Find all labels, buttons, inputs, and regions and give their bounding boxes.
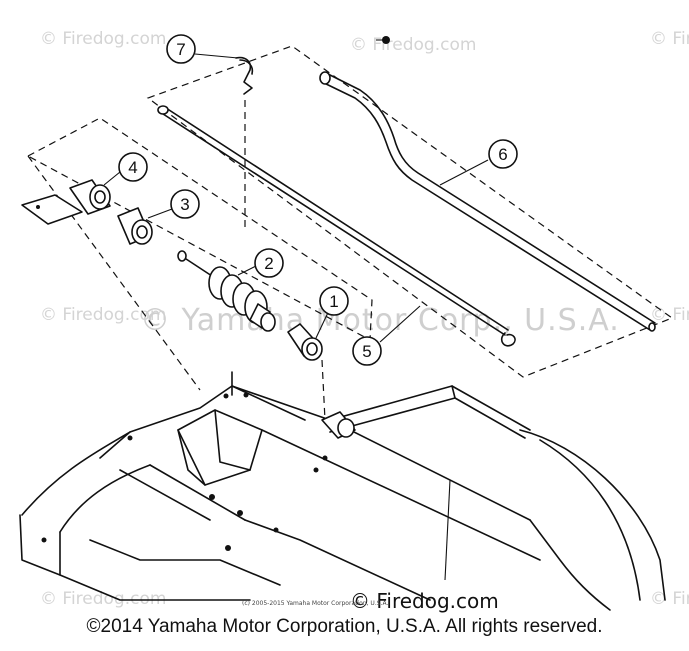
watermark-top-right: © Firedog.com — [650, 29, 689, 49]
callout-3-number: 3 — [180, 195, 189, 214]
watermark-bottom-right: © Firedog.com — [650, 589, 689, 609]
callout-4: 4 — [118, 152, 148, 182]
callout-1-number: 1 — [329, 292, 338, 311]
callout-6: 6 — [488, 139, 518, 169]
callout-3: 3 — [170, 189, 200, 219]
watermark-top-center: © Firedog.com — [350, 35, 476, 55]
rod-group-outline — [146, 45, 674, 378]
watermark-bottom-left: © Firedog.com — [40, 589, 166, 609]
bracket-part-4 — [21, 179, 111, 225]
watermark-mid-left: © Firedog.com — [40, 305, 166, 325]
bushing-guide-line — [321, 359, 326, 421]
callout-5: 5 — [352, 336, 382, 366]
brand-text: © Firedog.com — [350, 589, 499, 613]
shaft-group-guide — [27, 155, 201, 391]
watermark-mid-right: © Firedog.com — [650, 305, 689, 325]
callout-4-number: 4 — [128, 158, 137, 177]
watermark-top-left: © Firedog.com — [40, 29, 166, 49]
callout-5-number: 5 — [362, 342, 371, 361]
spring-part-2 — [177, 250, 276, 332]
spring-pin-part-7 — [235, 56, 254, 95]
collar-part-1 — [287, 323, 323, 361]
watermark-overlay: © Yamaha Motor Corp., U.S.A. — [140, 303, 620, 338]
long-rod-part-5 — [157, 105, 516, 347]
shaft-group-outline — [26, 117, 373, 341]
callout-1: 1 — [319, 286, 349, 316]
tiny-copyright: (c) 2005-2015 Yamaha Motor Corporation, … — [242, 600, 388, 607]
callouts: 1 2 3 4 5 6 7 8 — [118, 34, 518, 366]
callout-6-number: 6 — [498, 145, 507, 164]
bushing-part-3 — [117, 207, 153, 245]
chassis-frame — [19, 371, 666, 611]
callout-2-number: 2 — [264, 254, 273, 273]
callout-7-number: 7 — [176, 40, 185, 59]
bent-rod-part-6 — [319, 71, 656, 332]
exploded-view-outlines — [26, 45, 674, 421]
callout-7: 7 — [166, 34, 196, 64]
watermark-layer: © Firedog.com © Firedog.com © Firedog.co… — [40, 29, 689, 609]
callout-2: 2 — [254, 248, 284, 278]
callout-leaders — [103, 39, 489, 343]
copyright-notice: ©2014 Yamaha Motor Corporation, U.S.A. A… — [86, 616, 603, 637]
footer-branding: © Firedog.com (c) 2005-2015 Yamaha Motor… — [242, 589, 499, 613]
